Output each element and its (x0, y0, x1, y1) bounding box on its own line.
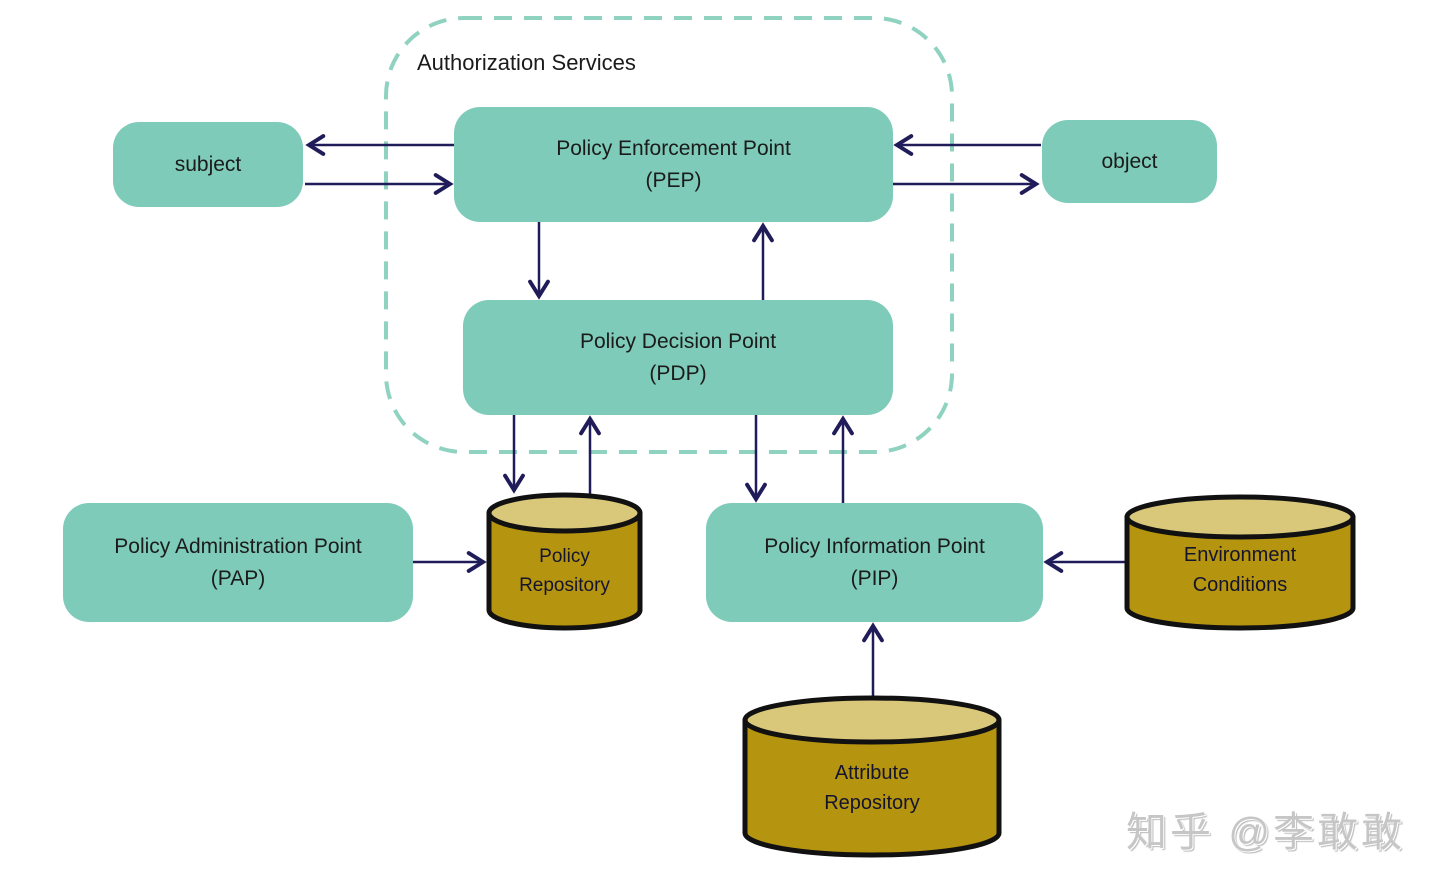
authorization-services-label: Authorization Services (417, 50, 636, 75)
attribute-repository-label-line2: Repository (824, 792, 920, 814)
policy-repository-label-line1: Policy (539, 546, 590, 567)
node-pep: Policy Enforcement Point (PEP) (454, 107, 893, 222)
node-pap: Policy Administration Point (PAP) (63, 503, 413, 622)
attribute-repository-label-line1: Attribute (834, 762, 910, 784)
policy-repository-body (486, 510, 643, 631)
pap-sublabel: (PAP) (210, 566, 266, 590)
environment-conditions-label-line2: Conditions (1192, 574, 1288, 596)
edges (305, 134, 1127, 697)
node-pdp: Policy Decision Point (PDP) (463, 300, 893, 415)
attribute-repository-label: Attribute Repository (745, 756, 999, 820)
attribute-repository-top (742, 695, 1002, 745)
environment-conditions-label: Environment Conditions (1127, 538, 1353, 602)
node-subject: subject (113, 122, 303, 207)
pip-sublabel: (PIP) (850, 566, 899, 590)
policy-repository-label: Policy Repository (489, 536, 640, 606)
object-label: object (1101, 149, 1158, 173)
pap-label: Policy Administration Point (114, 534, 362, 558)
environment-conditions-top (1124, 494, 1356, 540)
watermark-text: 知乎 @李敢敢 (1126, 809, 1406, 855)
subject-label: subject (174, 152, 242, 176)
authorization-services-boundary (384, 16, 954, 454)
pip-label: Policy Information Point (764, 534, 985, 558)
attribute-repository-body (742, 717, 1002, 858)
pep-sublabel: (PEP) (645, 168, 702, 192)
pdp-sublabel: (PDP) (649, 361, 707, 385)
cylinder-environment-conditions (1124, 494, 1356, 631)
environment-conditions-label-line1: Environment (1183, 544, 1297, 566)
cylinder-attribute-repository (742, 695, 1002, 858)
pep-label: Policy Enforcement Point (556, 136, 791, 160)
node-pip: Policy Information Point (PIP) (706, 503, 1043, 622)
cylinder-policy-repository (486, 492, 643, 631)
pdp-label: Policy Decision Point (579, 329, 777, 353)
policy-repository-top (486, 492, 643, 534)
policy-repository-label-line2: Repository (519, 575, 610, 596)
environment-conditions-body (1124, 514, 1356, 631)
node-object: object (1042, 120, 1217, 203)
